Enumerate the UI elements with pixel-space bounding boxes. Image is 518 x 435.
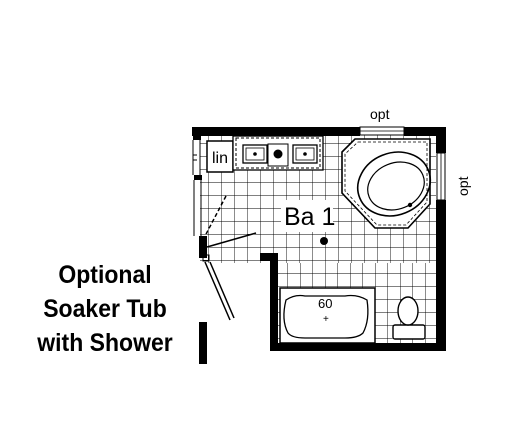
wall-left-post bbox=[199, 236, 207, 258]
caption-line-3: with Shower bbox=[37, 329, 173, 357]
double-vanity-icon bbox=[232, 135, 324, 171]
shower-door-icon bbox=[203, 195, 257, 248]
wall-left-top bbox=[193, 133, 201, 140]
caption-line-2: Soaker Tub bbox=[43, 295, 167, 323]
caption-line-1: Optional bbox=[58, 261, 152, 289]
bathtub-icon: 60 + bbox=[279, 287, 376, 344]
room-label-backdrop bbox=[281, 200, 333, 232]
wall-right-lower bbox=[436, 200, 446, 351]
wall-left-bottom bbox=[199, 322, 207, 364]
wall-right-upper bbox=[436, 127, 446, 153]
opt-window-right: opt bbox=[436, 152, 471, 201]
linen-closet: lin bbox=[206, 140, 234, 173]
opt-top-label: opt bbox=[370, 106, 390, 122]
linen-label: lin bbox=[212, 150, 228, 167]
wall-left-mid bbox=[194, 175, 202, 180]
wall-bottom bbox=[270, 343, 446, 351]
drain-plus-icon: + bbox=[323, 314, 329, 325]
room-label: Ba 1 bbox=[284, 203, 335, 231]
door-swing-icon bbox=[204, 261, 235, 321]
corner-soaker-tub-icon bbox=[341, 138, 432, 229]
opt-right-label: opt bbox=[455, 176, 471, 196]
toilet-icon bbox=[392, 296, 426, 340]
wall-inner-vertical bbox=[270, 253, 278, 351]
optional-soaker-tub-caption: Optional Soaker Tub with Shower bbox=[27, 258, 183, 360]
opt-window-top: opt bbox=[359, 106, 405, 136]
wall-outlines bbox=[192, 140, 210, 262]
tub-size-label: 60 bbox=[318, 296, 332, 311]
walls bbox=[192, 127, 446, 364]
wall-top-right bbox=[404, 127, 446, 136]
wall-inner-horizontal bbox=[260, 253, 278, 261]
wall-top-left bbox=[192, 127, 360, 136]
floor-drain-icon bbox=[320, 237, 328, 245]
